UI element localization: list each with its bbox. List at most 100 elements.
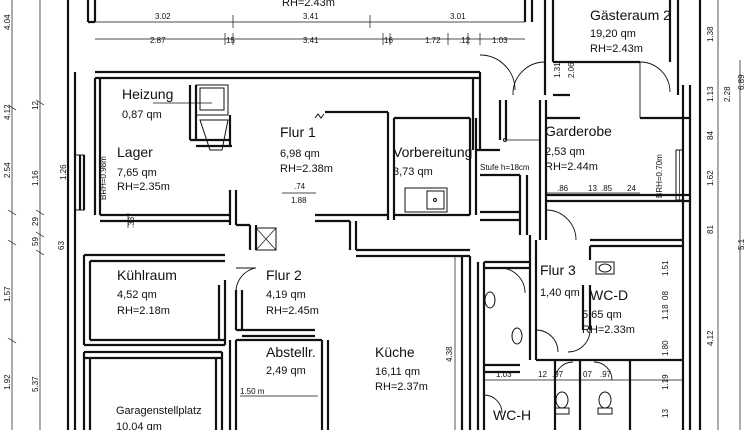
dims-top-row1: 3.02 3.41 3.01 (155, 12, 466, 21)
dims-lager: .33 (127, 216, 136, 228)
room-area: 0,87 qm (122, 109, 162, 121)
room-name: WC-D (590, 287, 628, 303)
stufe-note: Stufe h=18cm (480, 163, 530, 172)
room-name: Flur 3 (540, 262, 576, 278)
dim-label: 1.18 (661, 304, 670, 320)
room-label-kueche: Küche 16,11 qm RH=2.37m (375, 344, 428, 393)
dim-label: 1.88 (291, 196, 307, 205)
dim-label: 5.37 (31, 376, 40, 392)
dim-label: 1.19 (661, 374, 670, 390)
dims-right-column-a: 1.38 1.13 84 1.62 81 1.51 4.12 1.19 (661, 26, 715, 390)
dim-label: 3.41 (303, 36, 319, 45)
dim-label: 15 (226, 36, 235, 45)
walls (66, 0, 702, 430)
dim-label: .97 (600, 370, 612, 379)
room-name: Lager (117, 144, 153, 160)
dim-label: 16 (384, 36, 393, 45)
dim-label: 4.12 (706, 330, 715, 346)
dim-label: 63 (57, 241, 66, 250)
room-area: 1,40 qm (540, 287, 580, 299)
dim-label: 1.13 (706, 86, 715, 102)
dim-label: 2.06 (567, 62, 576, 78)
room-height: RH=2.38m (280, 163, 333, 175)
room-height: RH=2.18m (117, 305, 170, 317)
room-name: Küche (375, 344, 415, 360)
dim-label: 3.02 (155, 12, 171, 21)
room-label-abstellr: Abstellr. 2,49 qm (266, 344, 316, 377)
room-height: RH=2.44m (545, 161, 598, 173)
room-name: Heizung (122, 86, 173, 102)
dim-label: 1.26 (59, 164, 68, 180)
room-label-flur3: Flur 3 1,40 qm (540, 262, 580, 299)
dims-wc: 1.03 12 .97 07 .97 (496, 370, 612, 379)
dim-label: 1.92 (3, 374, 12, 390)
room-label-gaesteraum2: Gästeraum 2 19,20 qm RH=2.43m (590, 7, 671, 55)
dim-label: 1.57 (3, 286, 12, 302)
room-area: 4,19 qm (266, 289, 306, 301)
room-name: Garderobe (545, 123, 612, 139)
room-area: 5,65 qm (582, 309, 622, 321)
dim-label: .74 (294, 182, 306, 191)
dim-label: 4.12 (3, 104, 12, 120)
top-height-note: RH=2.43m (282, 0, 335, 9)
room-area: 16,11 qm (375, 366, 420, 378)
room-area: 6,98 qm (280, 148, 320, 160)
dims-flur3: 1.31 2.06 (553, 62, 576, 78)
room-name: Flur 1 (280, 124, 316, 140)
dim-label: 13 (588, 184, 597, 193)
brh-left-note: BRH=0.98m (99, 156, 108, 200)
room-label-garagen: Garagenstellplatz 10,04 qm (116, 405, 202, 430)
dim-label: 5.1 (737, 238, 745, 250)
brh-right-note: BRH=0.70m (655, 154, 664, 198)
dim-label: 13 (661, 409, 670, 418)
room-height: RH=2.35m (117, 181, 170, 193)
room-name: Kühlraum (117, 267, 177, 283)
room-area: 3,73 qm (393, 166, 433, 178)
doors (235, 54, 671, 414)
room-name: Gästeraum 2 (590, 7, 671, 23)
dims-right-column-c: 6.89 5.1 (737, 74, 745, 250)
room-area: 19,20 qm (590, 28, 636, 40)
room-height: RH=2.37m (375, 381, 428, 393)
dim-label: 07 (583, 370, 592, 379)
room-height: RH=2.33m (582, 324, 635, 336)
dim-label: 1.62 (706, 170, 715, 186)
dim-label: .97 (552, 370, 564, 379)
dims-kueche: 4.38 (445, 346, 454, 362)
dims-top-row2: 2.87 15 3.41 16 1.72 .12 1.03 (150, 36, 508, 45)
room-label-heizung: Heizung 0,87 qm (122, 86, 173, 121)
room-name: Vorbereitung (393, 144, 472, 160)
dim-label: 1.31 (553, 62, 562, 78)
dim-label: .85 (601, 184, 613, 193)
dim-label: .12 (459, 36, 471, 45)
dim-label: 4.38 (445, 346, 454, 362)
dim-label: 84 (706, 131, 715, 140)
room-height: RH=2.43m (590, 43, 643, 55)
room-area: 2,53 qm (545, 146, 585, 158)
dim-label: 1.38 (706, 26, 715, 42)
room-name: Flur 2 (266, 267, 302, 283)
dim-label: 1.51 (661, 260, 670, 276)
dim-label: 81 (706, 225, 715, 234)
dim-label: 12 (31, 101, 40, 110)
dim-label: 08 (661, 291, 670, 300)
dim-label: 2.87 (150, 36, 166, 45)
room-height: RH=2.45m (266, 305, 319, 317)
dims-garderobe: .86 13 .85 24 (557, 184, 636, 193)
room-label-wcd: WC-D 5,65 qm RH=2.33m (582, 287, 635, 336)
dims-right-column-b: 2.28 1.18 1.80 08 13 (661, 86, 732, 418)
room-area: 4,52 qm (117, 289, 157, 301)
dim-label: 1.72 (425, 36, 441, 45)
room-name: WC-H (493, 407, 531, 423)
room-area: 7,65 qm (117, 167, 157, 179)
room-label-vorbereitung: Vorbereitung 3,73 qm (393, 144, 472, 178)
dim-label: 3.01 (450, 12, 466, 21)
level-note: 1.50 m (240, 387, 265, 396)
dim-label: 6.89 (737, 74, 745, 90)
room-area: 10,04 qm (116, 421, 162, 430)
room-label-kuehlraum: Kühlraum 4,52 qm RH=2.18m (117, 267, 177, 317)
dim-label: 12 (538, 370, 547, 379)
dims-left-column: 4.04 4.12 12 2.54 1.16 1.26 29 59 63 1.5… (3, 14, 68, 392)
room-label-lager: Lager 7,65 qm RH=2.35m (117, 144, 170, 193)
room-label-garderobe: Garderobe 2,53 qm RH=2.44m (545, 123, 612, 173)
